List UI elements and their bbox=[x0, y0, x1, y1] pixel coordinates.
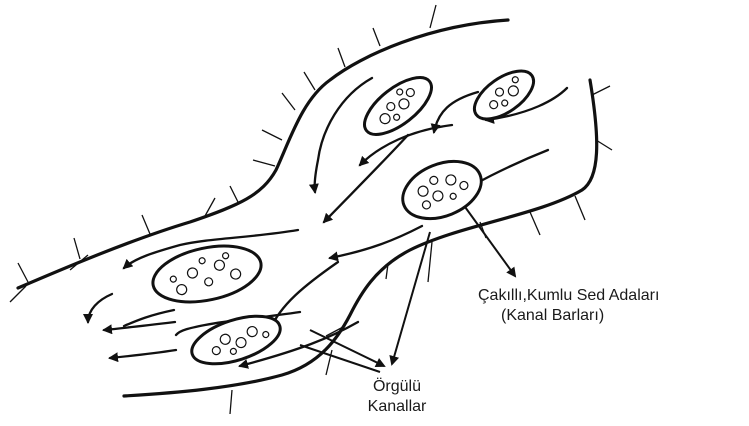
flow-arrow bbox=[270, 262, 338, 330]
sediment-bars-label: Çakıllı,Kumlu Sed Adaları (Kanal Barları… bbox=[478, 286, 748, 326]
upper-river-bank bbox=[18, 20, 508, 288]
channel-bar bbox=[186, 307, 286, 373]
bank-vegetation-ticks bbox=[10, 5, 612, 414]
braided-channels-label-line1: Örgülü bbox=[342, 377, 452, 397]
braided-channels-label: Örgülü Kanallar bbox=[342, 377, 452, 417]
braided-channels-label-line2: Kanallar bbox=[342, 397, 452, 417]
flow-arrow bbox=[88, 294, 112, 322]
flow-arrow bbox=[104, 322, 175, 330]
flow-arrow bbox=[330, 226, 422, 258]
channel-bar bbox=[394, 151, 490, 230]
flow-arrow bbox=[315, 78, 372, 192]
channel-bar bbox=[466, 62, 541, 129]
sediment-bars-label-line1: Çakıllı,Kumlu Sed Adaları bbox=[478, 286, 748, 306]
flow-arrow bbox=[110, 350, 176, 358]
sediment-bars-label-line2: (Kanal Barları) bbox=[478, 306, 748, 326]
channel-bar bbox=[355, 67, 440, 145]
flow-arrow bbox=[324, 135, 408, 222]
